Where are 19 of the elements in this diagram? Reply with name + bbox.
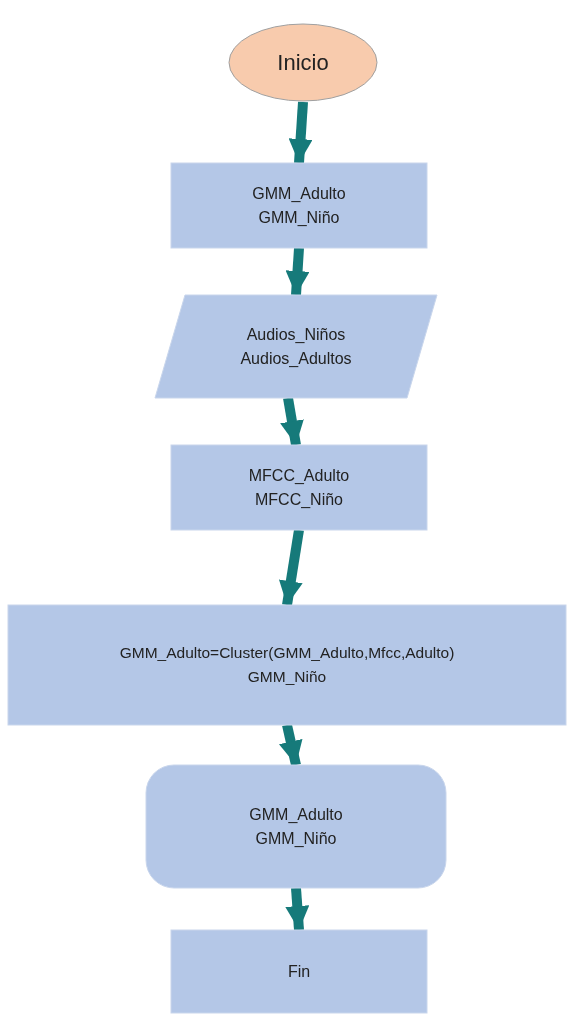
start-ellipse bbox=[228, 23, 378, 102]
process-box bbox=[171, 930, 427, 1013]
process-box bbox=[171, 445, 427, 530]
arrow bbox=[280, 397, 304, 446]
node-label: GMM_Adulto=Cluster(GMM_Adulto,Mfcc,Adulto) GMM_Niño bbox=[118, 643, 456, 687]
node-label: GMM_Adulto GMM_Niño bbox=[248, 804, 344, 849]
process-box bbox=[171, 163, 427, 248]
rounded-box bbox=[146, 765, 446, 888]
arrow bbox=[285, 247, 310, 296]
arrow bbox=[285, 887, 310, 931]
node-label: Fin bbox=[286, 961, 312, 982]
process-box bbox=[8, 605, 566, 725]
arrow bbox=[288, 101, 313, 164]
data-parallelogram bbox=[155, 295, 437, 398]
node-label: Inicio bbox=[276, 50, 330, 75]
node-label: MFCC_Adulto MFCC_Niño bbox=[247, 465, 351, 510]
node-label: GMM_Adulto GMM_Niño bbox=[251, 183, 347, 228]
arrow bbox=[278, 529, 304, 606]
node-label: Audios_Niños Audios_Adultos bbox=[239, 324, 353, 369]
